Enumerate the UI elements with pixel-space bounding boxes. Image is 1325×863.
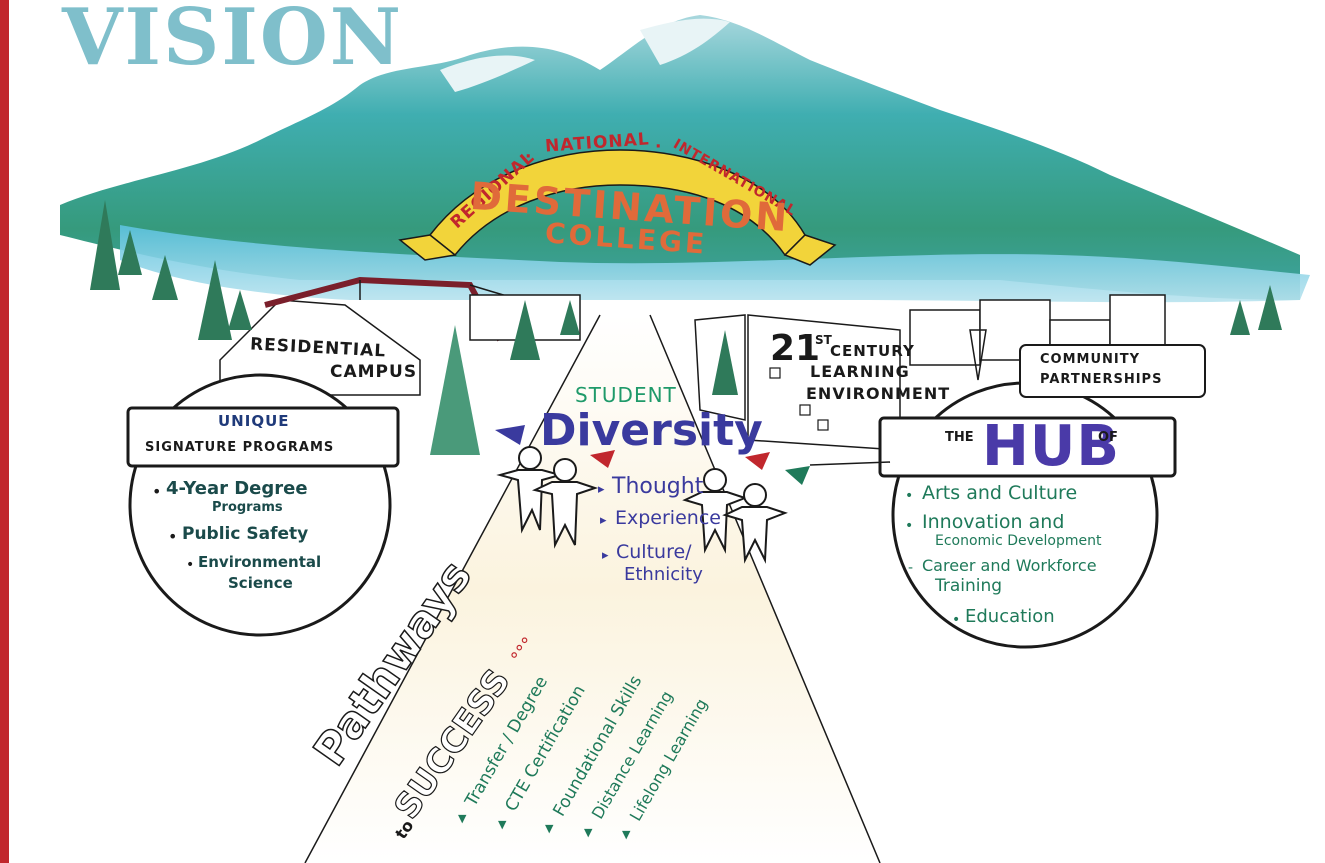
hub-item: Arts and Culture (922, 482, 1078, 504)
road (305, 315, 880, 863)
century-line-1: CENTURY (830, 342, 915, 360)
century-line-3: ENVIRONMENT (806, 384, 951, 403)
city-buildings (694, 294, 1166, 451)
signature-item: 4-Year Degree (166, 478, 308, 499)
page-title: VISION (62, 0, 404, 83)
circuit-sign (769, 367, 829, 431)
hub-word: HUB (982, 414, 1121, 479)
community-box (1019, 344, 1206, 398)
hub-bullet: - (908, 560, 914, 576)
century-number: 21 (770, 328, 821, 369)
pathways-bullet: ▼ (545, 822, 554, 835)
hub-item-sub: Economic Development (935, 533, 1102, 549)
snow-cap (440, 55, 535, 92)
banner-shape (398, 149, 837, 266)
hub-post: OF (1098, 430, 1118, 445)
pathways-bullet: ▼ (498, 818, 507, 831)
signature-item: Public Safety (182, 524, 309, 544)
residential-label-2: CAMPUS (330, 362, 418, 382)
pathways-bullet: ▼ (622, 828, 631, 841)
hub-header-box (878, 416, 1177, 478)
signature-header-2: SIGNATURE PROGRAMS (145, 440, 335, 455)
banner-arc-text: REGIONAL · NATIONAL · INTERNATIONAL (440, 125, 820, 232)
banner-dot-2: · (655, 137, 662, 157)
community-line-2: PARTNERSHIPS (1040, 372, 1163, 387)
hub-bullet: • (905, 488, 914, 504)
banner-national: NATIONAL (544, 129, 651, 157)
snow-cap (640, 18, 730, 65)
student-figures (496, 446, 788, 564)
signature-bullet: • (186, 557, 195, 573)
century-line-2: LEARNING (810, 362, 910, 381)
signature-bullet: • (168, 527, 178, 546)
hub-item: Innovation and (922, 511, 1065, 533)
signature-item-sub: Science (228, 574, 293, 592)
diversity-bullet: ▸ (600, 513, 607, 528)
pathways-bullet: ▼ (458, 812, 467, 825)
diversity-label-1: STUDENT (575, 383, 677, 407)
signature-item: Environmental (198, 553, 322, 571)
residential-buildings (219, 276, 581, 396)
hub-item: Career and Workforce (922, 556, 1097, 575)
pine-trees (90, 200, 1282, 455)
signature-header-1: UNIQUE (218, 412, 290, 430)
diversity-label-2: Diversity (540, 405, 763, 456)
signature-item-sub: Programs (212, 500, 283, 515)
pathways-bullet: ▼ (584, 826, 593, 839)
century-sup: ST (815, 333, 832, 347)
diversity-bullet: ▸ (598, 482, 605, 497)
diversity-item: Culture/ (616, 541, 692, 563)
left-border (0, 0, 9, 863)
diversity-item: Thought (612, 474, 704, 499)
hub-bullet: • (952, 612, 961, 628)
hub-item-sub: Training (935, 576, 1003, 596)
signature-header-box (126, 406, 400, 468)
hub-bullet: • (905, 518, 914, 534)
flags (495, 425, 810, 485)
diversity-bullet: ▸ (602, 548, 609, 563)
diversity-item-sub: Ethnicity (624, 564, 703, 585)
signature-bullet: • (152, 482, 162, 501)
banner-dot-1: · (525, 147, 532, 167)
hub-pre: THE (945, 430, 974, 445)
community-line-1: COMMUNITY (1040, 352, 1141, 367)
diversity-item: Experience (615, 507, 721, 529)
hub-item: Education (965, 606, 1055, 627)
